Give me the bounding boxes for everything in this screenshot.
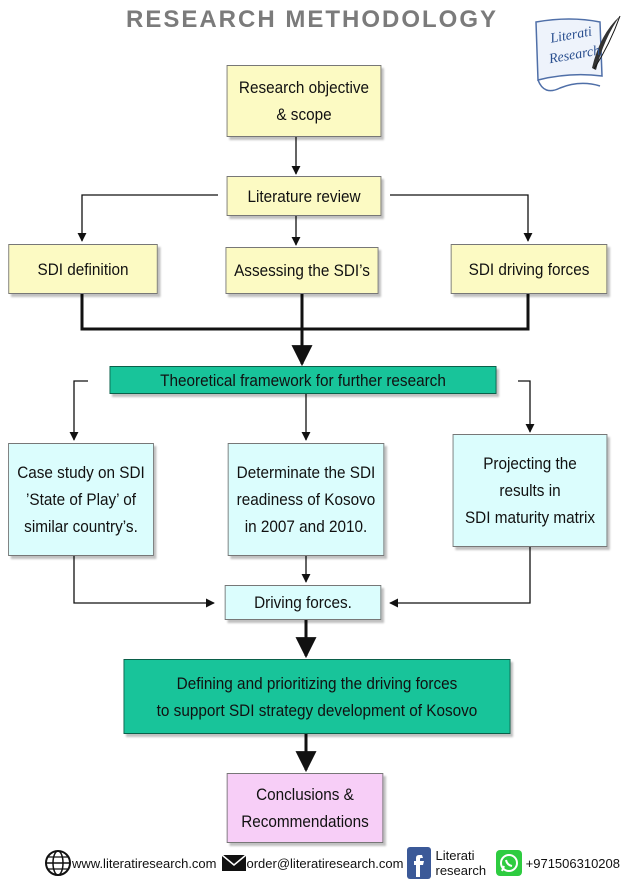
node-defining-prioritizing: Defining and prioritizing the driving fo… xyxy=(123,659,511,734)
node-sdi-definition: SDI definition xyxy=(8,244,158,294)
phone-number[interactable]: +971506310208 xyxy=(525,855,620,871)
node-case-study: Case study on SDI ’State of Play’ of sim… xyxy=(8,443,154,556)
node-conclusions: Conclusions & Recommendations xyxy=(226,773,384,843)
node-projecting-results: Projecting the results in SDI maturity m… xyxy=(452,434,608,547)
page-title: RESEARCH METHODOLOGY xyxy=(125,6,498,33)
node-determinate-readiness: Determinate the SDI readiness of Kosovo … xyxy=(227,443,385,556)
mail-icon xyxy=(221,853,247,873)
literati-research-logo: Literati Research xyxy=(530,14,622,102)
website-link[interactable]: www.literatiresearch.com xyxy=(72,855,217,871)
contact-footer: www.literatiresearch.com order@literatir… xyxy=(44,846,624,880)
quill-icon xyxy=(535,15,621,92)
node-assessing-sdi: Assessing the SDI’s xyxy=(225,247,379,294)
node-driving-forces: Driving forces. xyxy=(224,585,382,620)
facebook-icon xyxy=(407,847,432,879)
facebook-link[interactable]: Literati research xyxy=(435,848,487,878)
node-literature-review: Literature review xyxy=(226,176,382,216)
email-link[interactable]: order@literatiresearch.com xyxy=(246,855,404,871)
node-research-objective: Research objective & scope xyxy=(226,65,382,137)
node-theoretical-framework: Theoretical framework for further resear… xyxy=(109,366,497,394)
globe-icon xyxy=(44,849,72,877)
whatsapp-icon xyxy=(495,850,522,876)
node-sdi-driving-forces: SDI driving forces xyxy=(450,244,608,294)
